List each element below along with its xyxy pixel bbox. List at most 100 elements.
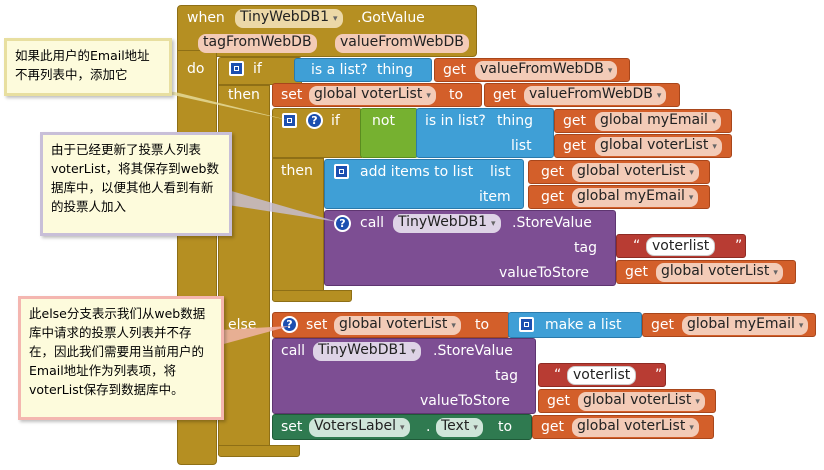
- comment-bubble-3[interactable]: 此else分支表示我们从web数据库中请求的投票人列表并不存在，因此我们需要用当…: [18, 296, 224, 420]
- my-email-name: global myEmail: [577, 188, 685, 204]
- get-label: get: [563, 113, 586, 129]
- component-dropdown[interactable]: TinyWebDB1▾: [313, 342, 421, 361]
- is-a-list-block[interactable]: [294, 58, 432, 82]
- voter-list-name: global voterList: [583, 392, 692, 408]
- voter-list-dropdown[interactable]: global voterList▾: [595, 137, 722, 156]
- mutator-gear-icon[interactable]: [334, 164, 349, 179]
- value-to-store-label: valueToStore: [420, 393, 510, 409]
- get-label: get: [541, 419, 564, 435]
- dropdown-arrow-icon: ▾: [688, 193, 694, 203]
- voter-list-dropdown[interactable]: global voterList▾: [656, 263, 783, 282]
- my-email-dropdown[interactable]: global myEmail▾: [595, 112, 722, 131]
- list-label: list: [511, 138, 532, 154]
- is-in-list-block[interactable]: [416, 108, 554, 158]
- is-in-list-label: is in list?: [425, 113, 486, 129]
- get-label: get: [625, 264, 648, 280]
- voter-list-dropdown[interactable]: global voterList▾: [578, 392, 705, 411]
- set-label: set: [281, 419, 303, 435]
- get-label: get: [541, 164, 564, 180]
- dropdown-arrow-icon: ▾: [473, 423, 478, 433]
- property-dropdown[interactable]: Text▾: [436, 418, 483, 437]
- param-value-from-webdb[interactable]: valueFromWebDB: [335, 34, 469, 53]
- to-label: to: [498, 419, 513, 435]
- if-label: if: [253, 61, 262, 77]
- comment-2-text: 由于已经更新了投票人列表voterList，将其保存到web数据库中，以便其他人…: [51, 142, 219, 214]
- call-label: call: [360, 215, 385, 231]
- text-value[interactable]: voterlist: [567, 366, 637, 385]
- voter-list-name: global voterList: [661, 263, 770, 279]
- comment-bubble-2[interactable]: 由于已经更新了投票人列表voterList，将其保存到web数据库中，以便其他人…: [40, 132, 232, 236]
- help-question-icon[interactable]: ?: [306, 112, 323, 129]
- dropdown-arrow-icon: ▾: [712, 142, 717, 152]
- component-dropdown[interactable]: TinyWebDB1▾: [393, 214, 501, 233]
- help-question-icon[interactable]: ?: [281, 316, 298, 333]
- dropdown-arrow-icon: ▾: [656, 91, 662, 101]
- dot-label: .: [426, 419, 431, 435]
- mutator-gear-icon[interactable]: [282, 113, 297, 128]
- dropdown-arrow-icon: ▾: [711, 117, 717, 127]
- my-email-dropdown[interactable]: global myEmail▾: [682, 316, 809, 335]
- value-var-name: valueFromWebDB: [480, 61, 604, 77]
- add-items-label: add items to list: [360, 164, 474, 180]
- to-label: to: [475, 317, 490, 333]
- event-component-dropdown[interactable]: TinyWebDB1▾: [235, 9, 343, 28]
- my-email-dropdown[interactable]: global myEmail▾: [572, 188, 699, 207]
- thing-label: thing: [377, 62, 414, 78]
- is-a-list-label: is a list?: [311, 62, 368, 78]
- voter-list-dropdown[interactable]: global voterList▾: [572, 163, 699, 182]
- my-email-name: global myEmail: [687, 316, 795, 332]
- voter-list-dropdown[interactable]: global voterList▾: [572, 418, 699, 437]
- add-items-block[interactable]: [324, 159, 524, 209]
- text-value[interactable]: voterlist: [646, 237, 716, 256]
- label-component-name: VotersLabel: [314, 418, 396, 434]
- tag-label: tag: [574, 240, 597, 256]
- comment-1-text: 如果此用户的Email地址不再列表中，添加它: [15, 48, 150, 82]
- item-label: item: [479, 189, 511, 205]
- event-name: .GotValue: [357, 10, 425, 26]
- mutator-gear-icon[interactable]: [519, 317, 534, 332]
- voter-list-name: global voterList: [577, 163, 686, 179]
- if-outer-bottom: [218, 445, 300, 457]
- list-label: list: [490, 164, 511, 180]
- if-label: if: [331, 113, 340, 129]
- get-label: get: [493, 87, 516, 103]
- value-var-name: valueFromWebDB: [529, 86, 653, 102]
- quote-close: ”: [735, 238, 743, 254]
- param-tag-from-webdb[interactable]: tagFromWebDB: [198, 34, 317, 53]
- get-label: get: [541, 189, 564, 205]
- dropdown-arrow-icon: ▾: [689, 423, 694, 433]
- set-var-name: global voterList: [339, 316, 448, 332]
- do-label: do: [187, 61, 205, 77]
- else-label: else: [228, 317, 257, 333]
- dropdown-arrow-icon: ▾: [695, 397, 700, 407]
- get-label: get: [651, 317, 674, 333]
- not-label: not: [372, 113, 395, 129]
- value-var-dropdown-2[interactable]: valueFromWebDB▾: [524, 86, 667, 105]
- method-name: .StoreValue: [433, 343, 513, 359]
- get-label: get: [563, 138, 586, 154]
- dropdown-arrow-icon: ▾: [798, 321, 804, 331]
- value-to-store-label: valueToStore: [499, 265, 589, 281]
- label-component-dropdown[interactable]: VotersLabel▾: [309, 418, 410, 437]
- dropdown-arrow-icon: ▾: [607, 66, 613, 76]
- if-inner-bottom: [272, 290, 352, 302]
- if-inner-spine: [272, 158, 324, 300]
- value-var-dropdown[interactable]: valueFromWebDB▾: [475, 61, 618, 80]
- component-name: TinyWebDB1: [318, 342, 407, 358]
- mutator-gear-icon[interactable]: [229, 61, 244, 76]
- comment-bubble-1[interactable]: 如果此用户的Email地址不再列表中，添加它: [4, 38, 172, 96]
- property-name: Text: [441, 418, 470, 434]
- quote-open: “: [554, 367, 562, 383]
- quote-open: “: [633, 238, 641, 254]
- set-var-dropdown[interactable]: global voterList▾: [309, 86, 436, 105]
- voter-list-name: global voterList: [577, 418, 686, 434]
- quote-close: ”: [655, 367, 663, 383]
- set-var-dropdown[interactable]: global voterList▾: [334, 316, 461, 335]
- call-label: call: [281, 343, 306, 359]
- method-name: .StoreValue: [512, 215, 592, 231]
- help-question-icon[interactable]: ?: [334, 215, 351, 232]
- make-a-list-label: make a list: [545, 317, 622, 333]
- get-label: get: [547, 393, 570, 409]
- set-label: set: [306, 317, 328, 333]
- when-label: when: [187, 10, 225, 26]
